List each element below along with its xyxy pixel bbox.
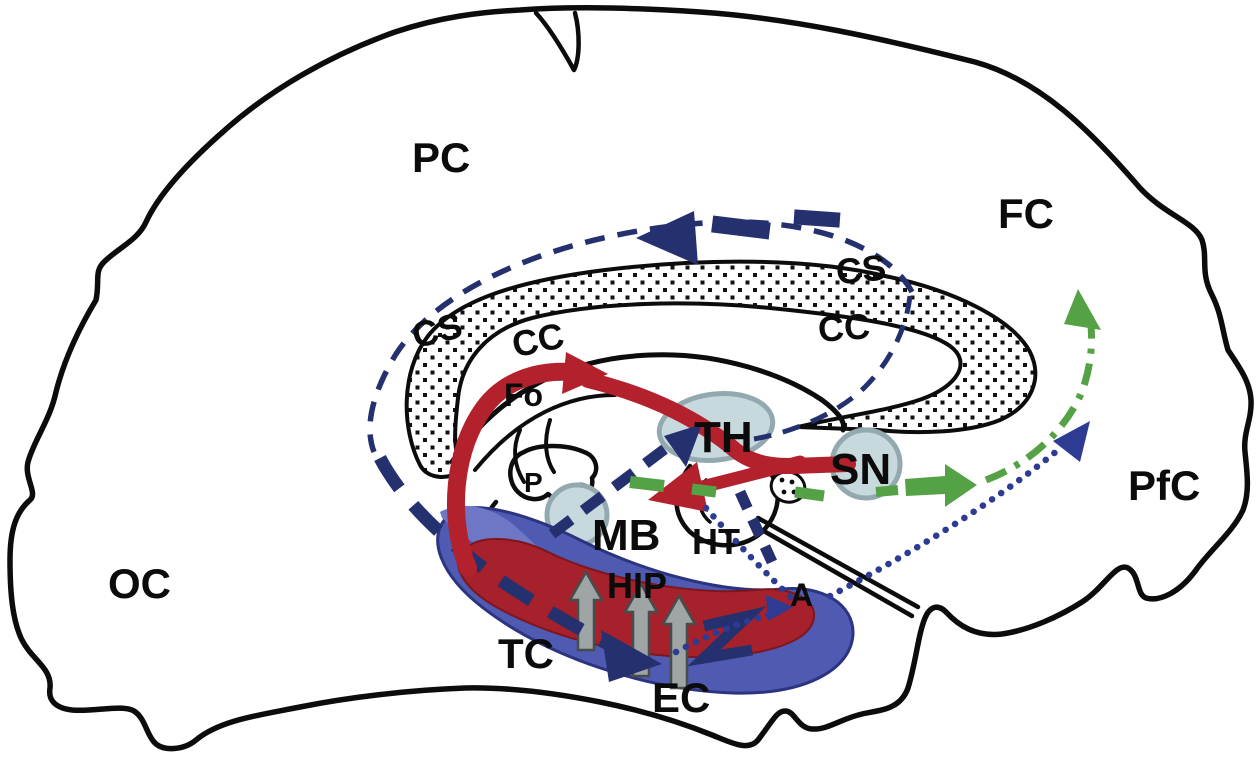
lateral-sulcus-line [755, 515, 921, 610]
label-sn: SN [830, 445, 891, 494]
label-tc: TC [498, 630, 554, 677]
pfc-dotted-arrowhead [1053, 421, 1090, 462]
label-ht: HT [692, 521, 740, 562]
ht-descending-dashes [734, 489, 778, 565]
central-sulcus-notch [533, 10, 581, 73]
label-fc: FC [998, 190, 1054, 237]
cingulum-temporal-dashed-pathway [374, 454, 619, 654]
label-mb: MB [592, 511, 660, 560]
amygdala-dotted-arrowhead [766, 595, 793, 621]
mammillary-red-arrowhead [648, 462, 708, 512]
lateral-sulcus-line [759, 527, 915, 619]
zigzag-glyph [687, 606, 767, 667]
label-hip: HIP [607, 565, 667, 606]
label-pfc: PfC [1128, 462, 1200, 509]
brain-outline [7, 5, 1254, 752]
fornix-red-pathway [447, 352, 856, 577]
mb-to-th-arrowhead [664, 424, 702, 467]
green-right-arrow [905, 464, 977, 507]
label-cc-right: CC [817, 305, 872, 350]
cingulum-dashed-loop [367, 209, 915, 453]
label-pc: PC [412, 134, 470, 181]
label-cs-right: CS [834, 246, 888, 292]
cingulum-ec-arrowhead [601, 630, 662, 682]
amygdala-dotted-pathways [672, 421, 1090, 667]
nigral-green-pathway [629, 289, 1101, 507]
up-arrow [660, 593, 698, 690]
label-a: A [790, 577, 813, 613]
label-th: TH [694, 413, 753, 462]
bold-dash [793, 209, 841, 228]
green-up-arrowhead [1064, 289, 1101, 330]
label-fo: Fo [504, 377, 543, 413]
labels: PC FC OC TC PfC EC CS CC CS CC Fo P TH S… [108, 134, 1200, 721]
mb-to-th-arrow [548, 431, 686, 539]
label-p: P [524, 467, 543, 498]
cingulum-top-arrowhead [636, 211, 698, 265]
label-ec: EC [652, 674, 710, 721]
label-oc: OC [108, 560, 171, 607]
bold-dash [711, 215, 771, 240]
